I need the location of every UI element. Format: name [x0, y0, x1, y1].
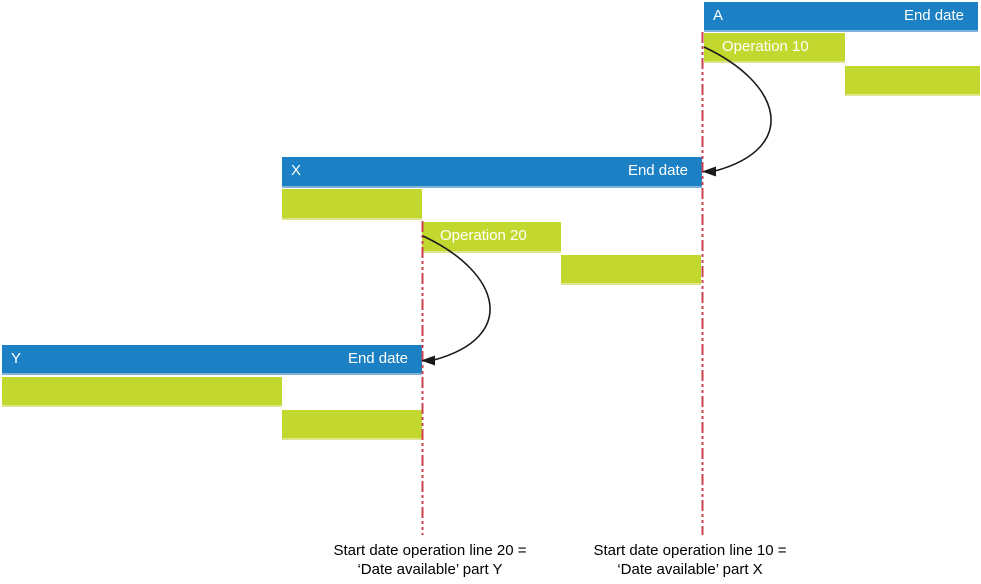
- operation-bar-x-3: [561, 255, 701, 285]
- order-bar-a: A End date: [704, 2, 978, 32]
- order-label-a: A: [713, 6, 724, 24]
- operation-bar-x-1: [282, 189, 422, 220]
- caption-line-10-text-1: Start date operation line 10 =: [593, 542, 787, 559]
- caption-line-20-text-2: ‘Date available’ part Y: [357, 561, 503, 578]
- connector-curve-operation-20: [422, 235, 491, 361]
- caption-line-10-text-2: ‘Date available’ part X: [617, 561, 763, 578]
- operation-20-bar: Operation 20: [422, 222, 561, 253]
- connector-curve-operation-10: [703, 46, 772, 172]
- arrowhead-to-x-end-date: [702, 166, 716, 177]
- end-date-label-a: End date: [903, 6, 964, 24]
- operation-10-label: Operation 10: [722, 38, 809, 55]
- operation-10-bar: Operation 10: [704, 33, 845, 63]
- order-label-y: Y: [11, 349, 22, 367]
- end-date-label-x: End date: [627, 162, 688, 179]
- operation-bar-y-2: [282, 410, 422, 440]
- order-bar-y: Y End date: [2, 345, 422, 375]
- order-bar-x: X End date: [282, 157, 702, 188]
- end-date-label-y: End date: [347, 349, 408, 367]
- operation-20-label: Operation 20: [440, 227, 527, 244]
- operation-bar-y-1: [2, 377, 282, 407]
- operation-bar-a-2: [845, 66, 980, 96]
- caption-start-date-line-10: Start date operation line 10 = ‘Date ava…: [540, 541, 840, 579]
- arrowhead-to-y-end-date: [421, 355, 435, 366]
- caption-start-date-line-20: Start date operation line 20 = ‘Date ava…: [280, 541, 580, 579]
- caption-line-20-text-1: Start date operation line 20 =: [333, 542, 527, 559]
- order-label-x: X: [291, 162, 302, 179]
